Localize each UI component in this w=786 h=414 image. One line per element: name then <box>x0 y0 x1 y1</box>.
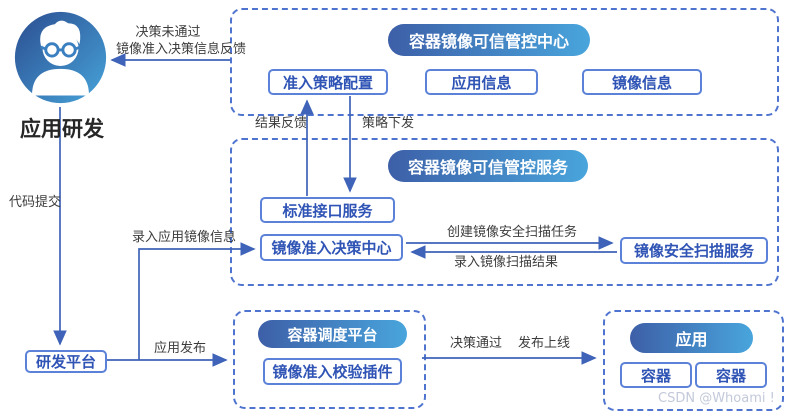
label-policy-dispatch: 策略下发 <box>361 116 415 131</box>
label-app-release: 应用发布 <box>153 341 207 356</box>
node-container-1: 容器 <box>620 362 692 388</box>
node-image-info: 镜像信息 <box>582 69 702 95</box>
label-code-submit: 代码提交 <box>9 195 62 210</box>
group-application <box>603 310 784 411</box>
developer-avatar-icon <box>14 11 107 104</box>
node-dev-platform: 研发平台 <box>25 350 107 373</box>
label-publish-online: 发布上线 <box>518 336 571 351</box>
control-center-title: 容器镜像可信管控中心 <box>388 24 590 56</box>
label-decision-failed: 决策未通过 <box>135 25 201 40</box>
node-standard-interface-service: 标准接口服务 <box>260 197 395 223</box>
label-enter-app-image: 录入应用镜像信息 <box>131 230 237 245</box>
actor-label: 应用研发 <box>20 117 104 141</box>
glasses-icon <box>40 42 81 58</box>
label-result-feedback: 结果反馈 <box>254 116 308 131</box>
group-control-service <box>230 138 779 286</box>
node-admission-policy-config: 准入策略配置 <box>268 69 388 95</box>
label-enter-scan-result: 录入镜像扫描结果 <box>453 255 559 270</box>
label-decision-passed: 决策通过 <box>449 336 502 351</box>
node-admission-check-plugin: 镜像准入校验插件 <box>263 358 402 385</box>
application-title: 应用 <box>630 323 753 353</box>
node-admission-decision-center: 镜像准入决策中心 <box>260 234 403 261</box>
label-create-scan-task: 创建镜像安全扫描任务 <box>446 225 578 240</box>
group-control-center <box>230 8 779 116</box>
node-container-2: 容器 <box>695 362 767 388</box>
node-app-info: 应用信息 <box>425 69 538 95</box>
control-service-title: 容器镜像可信管控服务 <box>388 150 588 182</box>
scheduler-title: 容器调度平台 <box>258 320 407 348</box>
watermark: CSDN @Whoami ! <box>658 391 775 406</box>
label-decision-passed-group: 决策通过 发布上线 <box>449 336 571 352</box>
node-image-scan-service: 镜像安全扫描服务 <box>620 237 768 264</box>
label-admission-feedback: 镜像准入决策信息反馈 <box>115 42 247 57</box>
